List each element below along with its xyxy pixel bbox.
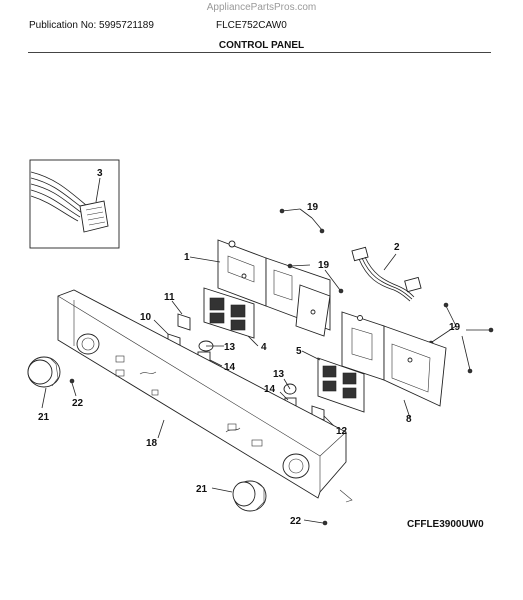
screws-22	[69, 378, 328, 526]
model-number: FLCE752CAW0	[216, 20, 287, 31]
control-board-lower	[341, 311, 447, 419]
callout-11: 11	[164, 292, 175, 303]
screws-19	[279, 208, 494, 374]
callout-13-left: 13	[224, 342, 236, 353]
callout-8: 8	[406, 414, 412, 425]
section-title: CONTROL PANEL	[218, 40, 305, 51]
callout-3: 3	[97, 168, 103, 179]
knob-right	[211, 480, 267, 512]
header-divider	[28, 52, 491, 53]
harness-connector	[79, 200, 109, 233]
callout-2: 2	[394, 242, 400, 253]
callout-22-right: 22	[290, 516, 302, 527]
callout-19-mid: 19	[318, 260, 330, 271]
callout-10: 10	[140, 312, 152, 323]
callout-13-right: 13	[273, 369, 285, 380]
callout-21-right: 21	[196, 484, 208, 495]
keypad-5	[301, 350, 365, 413]
callout-14-right: 14	[264, 384, 276, 395]
control-board-upper	[189, 239, 331, 337]
wire-harness	[351, 246, 422, 302]
publication-number: Publication No: 5995721189	[29, 20, 154, 31]
callout-18: 18	[146, 438, 158, 449]
inset-frame	[29, 159, 120, 249]
keypad-4	[203, 287, 259, 347]
console-panel	[57, 289, 353, 503]
callout-19-right: 19	[449, 322, 461, 333]
inset-harness-detail	[29, 159, 120, 249]
callout-19-top: 19	[307, 202, 319, 213]
knob-left	[27, 356, 61, 409]
callout-4: 4	[261, 342, 267, 353]
watermark-text: AppliancePartsPros.com	[206, 2, 317, 13]
callout-12: 12	[336, 426, 348, 437]
callout-22-left: 22	[72, 398, 84, 409]
diagram-code: CFFLE3900UW0	[407, 519, 484, 530]
callout-1: 1	[184, 252, 190, 263]
callout-21-left: 21	[38, 412, 50, 423]
callout-5: 5	[296, 346, 302, 357]
callout-14-left: 14	[224, 362, 236, 373]
